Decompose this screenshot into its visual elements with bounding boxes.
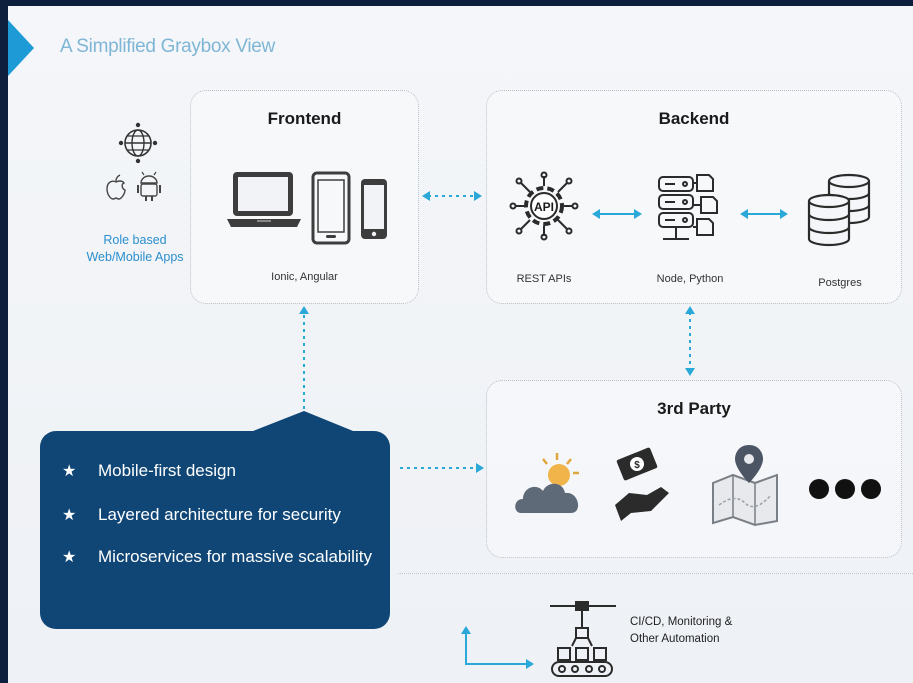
panel-notch [248,411,358,433]
cicd-label-line1: CI/CD, Monitoring & [630,616,733,628]
rest-apis-label: REST APIs [516,273,572,285]
apps-label-line2: Web/Mobile Apps [86,250,184,264]
star-icon: ★ [62,463,77,480]
apps-label: Role based Web/Mobile Apps [70,232,200,266]
highlight-text: Microservices for massive scalability [98,547,372,566]
highlight-text: Mobile-first design [98,461,236,480]
highlight-item: ★ Microservices for massive scalability [62,547,372,567]
third-party-title: 3rd Party [657,399,731,418]
backend-box: Backend API REST APIs [486,90,902,304]
apple-icon [106,174,126,200]
highlights-panel: ★ Mobile-first design ★ Layered architec… [40,431,390,629]
divider-line [398,573,913,574]
connectors [299,191,788,669]
backend-title: Backend [658,109,730,128]
apps-label-line1: Role based [103,233,167,247]
svg-text:$: $ [634,460,640,471]
weather-icon [515,453,579,513]
cicd-label-line2: Other Automation [630,633,720,645]
highlight-text: Layered architecture for security [98,505,341,524]
api-icon-text: API [534,200,554,214]
api-gear-icon: API [509,171,579,241]
slide: A Simplified Graybox View Role based Web… [8,6,913,683]
third-party-box: 3rd Party $ [486,380,902,558]
frontend-box: Frontend Ionic, Angular [190,90,419,304]
slide-title: A Simplified Graybox View [60,36,275,57]
android-icon [137,171,161,201]
database-icon [807,173,871,247]
frontend-caption: Ionic, Angular [271,271,338,283]
accent-triangle [8,20,34,76]
assembly-line-icon [550,601,616,677]
laptop-icon [227,172,301,227]
postgres-label: Postgres [818,277,862,289]
star-icon: ★ [62,507,77,524]
more-dots-icon [809,479,881,499]
cicd-connector [465,634,526,665]
server-stack-icon [658,174,718,240]
node-python-label: Node, Python [656,273,724,285]
map-icon [712,445,778,527]
globe-network-icon [118,122,158,164]
frontend-title: Frontend [267,109,342,128]
highlight-item: ★ Mobile-first design [62,461,236,481]
star-icon: ★ [62,549,77,566]
tablet-icon [311,171,351,245]
payment-icon: $ [615,447,669,521]
phone-icon [361,179,387,239]
cicd-label: CI/CD, Monitoring & Other Automation [630,614,732,648]
highlight-item: ★ Layered architecture for security [62,505,341,525]
